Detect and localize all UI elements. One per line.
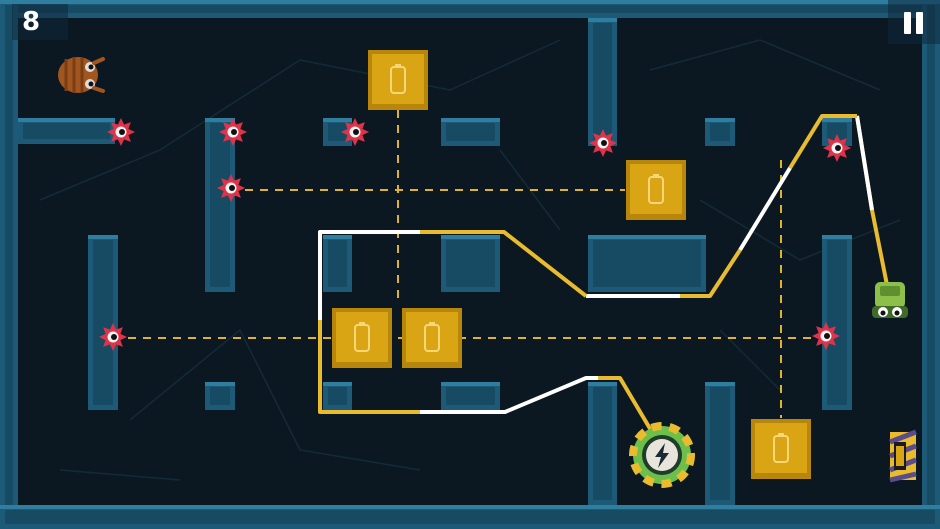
wall-block (588, 235, 706, 292)
wall-block (0, 505, 940, 529)
lightning-icon (655, 443, 669, 468)
wall-block (323, 235, 352, 292)
spiked-eye (341, 118, 369, 146)
wall-block (0, 0, 940, 18)
wire-segment (598, 376, 654, 434)
wall-block (0, 0, 18, 529)
pause-icon (916, 12, 923, 34)
spiked-eye (217, 174, 245, 202)
score-counter: 8 (12, 4, 68, 40)
wall-block (441, 382, 500, 410)
wall-block (588, 18, 617, 146)
wall-block (441, 235, 500, 292)
wall-block (922, 0, 940, 529)
wall-block (323, 382, 352, 410)
wall-block (323, 118, 352, 146)
brown-beetle (58, 57, 105, 93)
battery-crate[interactable] (368, 50, 428, 110)
wire-segment (318, 320, 420, 414)
pause-icon (904, 12, 911, 34)
wire-segment (420, 230, 588, 298)
battery-crate[interactable] (402, 308, 462, 368)
wall-block (588, 382, 617, 505)
background-cracks (39, 39, 901, 481)
battery-crate[interactable] (751, 419, 811, 479)
wire-segment (680, 248, 742, 298)
wire-segment (318, 230, 420, 320)
wire-path (318, 114, 890, 434)
wire-segment (420, 376, 598, 414)
wire-segment (855, 115, 874, 211)
wall-block (205, 382, 235, 410)
wall-block (88, 235, 118, 410)
wall-block (822, 235, 852, 410)
charging-station[interactable] (629, 422, 695, 488)
striped-exit-gate[interactable] (889, 429, 917, 483)
spiked-eye (99, 323, 127, 351)
spiked-eye (812, 322, 840, 350)
wall-block (18, 118, 115, 144)
wall-block (822, 118, 852, 146)
green-robot[interactable] (872, 282, 908, 318)
wire-segment (788, 114, 857, 170)
battery-crate[interactable] (332, 308, 392, 368)
spiked-eye (589, 129, 617, 157)
spiked-eye (107, 118, 135, 146)
battery-crate[interactable] (626, 160, 686, 220)
wall-block (441, 118, 500, 146)
wall-block (705, 382, 735, 505)
wall-block (705, 118, 735, 146)
pause-button[interactable] (888, 0, 940, 44)
laser-tracks (128, 110, 812, 418)
spiked-eye (823, 134, 851, 162)
battery-crates (332, 50, 811, 479)
wire-segment (738, 166, 792, 252)
spike-enemies (99, 118, 851, 351)
wall-block (205, 118, 235, 292)
spiked-eye (219, 118, 247, 146)
